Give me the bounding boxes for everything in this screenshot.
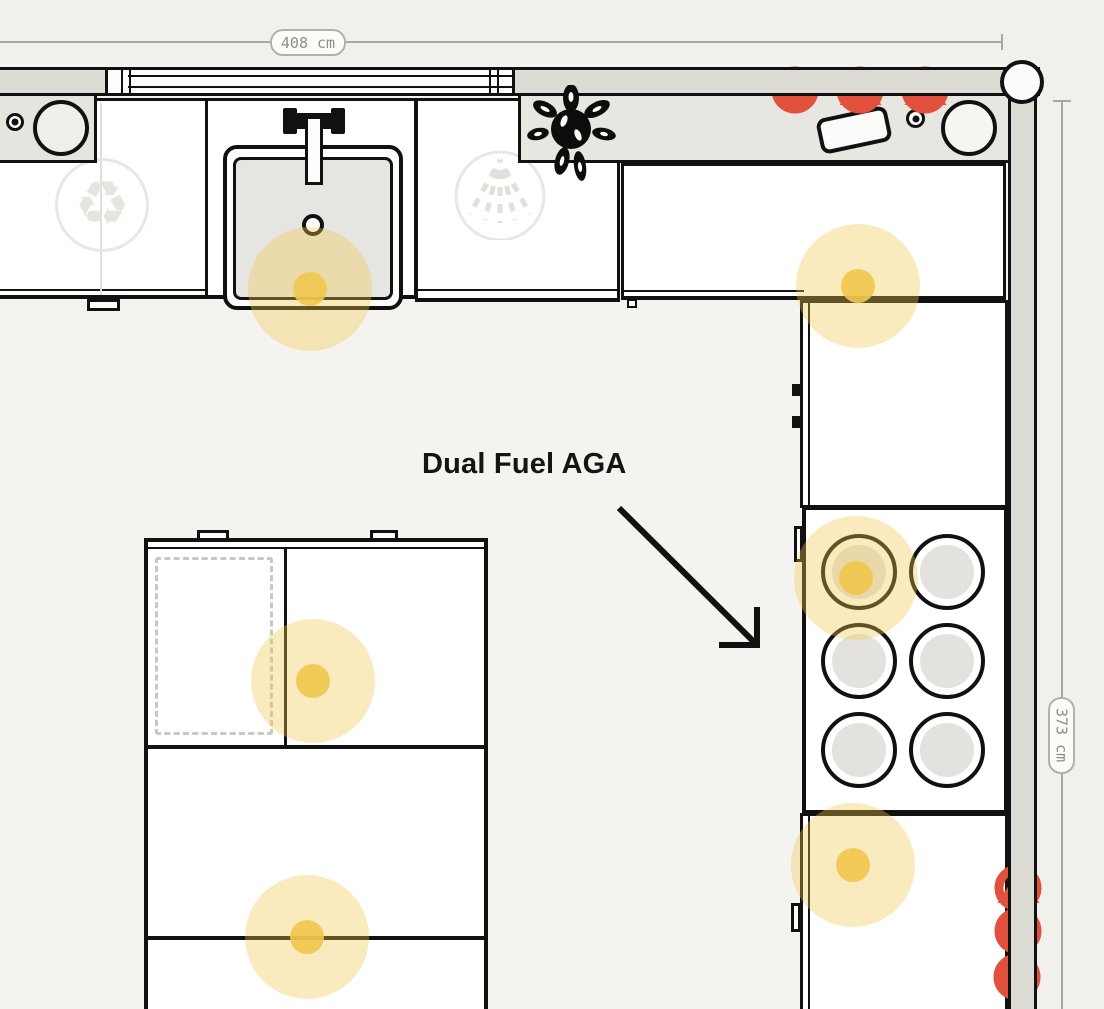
faucet-spout[interactable] [305,116,323,185]
island-planned-zone[interactable] [155,557,273,735]
width-dimension-line [0,41,1003,43]
counter-bowl-circle[interactable] [941,100,997,156]
height-dimension-label[interactable]: 373 cm [1048,697,1075,774]
door-hinge [792,384,802,396]
width-dimension-tick [1001,34,1003,50]
knob-icon [906,109,925,128]
outside-area-top [0,0,1104,64]
cabinet-handle [87,299,120,311]
dishwasher-spray-icon [454,150,546,240]
outside-area-right [1037,64,1104,1009]
knob-icon [6,113,24,131]
right-counter-cabinet[interactable] [621,163,1006,300]
sink-drain-icon [302,214,324,236]
height-dimension-tick [1053,100,1071,102]
base-cabinet[interactable] [800,813,1008,1009]
recycle-icon-circle [55,158,149,252]
door-hinge [792,416,802,428]
annotation-label[interactable]: Dual Fuel AGA [422,448,627,480]
annotation-arrow [616,505,760,648]
wall-right [1008,93,1037,1009]
corner-post [1000,60,1044,104]
aga-cooker[interactable] [802,506,1008,814]
height-dimension-line [1061,101,1063,1009]
recycle-icon: ♻ [74,170,130,239]
plant-icon[interactable] [523,85,623,185]
tall-cabinet[interactable] [800,300,1008,508]
counter-appliance-circle[interactable] [33,100,89,156]
width-dimension-label[interactable]: 408 cm [270,29,346,56]
door-hinge [791,903,801,932]
cabinet-bumper [627,299,637,308]
cooker-handle [794,526,803,562]
window[interactable] [105,70,515,93]
